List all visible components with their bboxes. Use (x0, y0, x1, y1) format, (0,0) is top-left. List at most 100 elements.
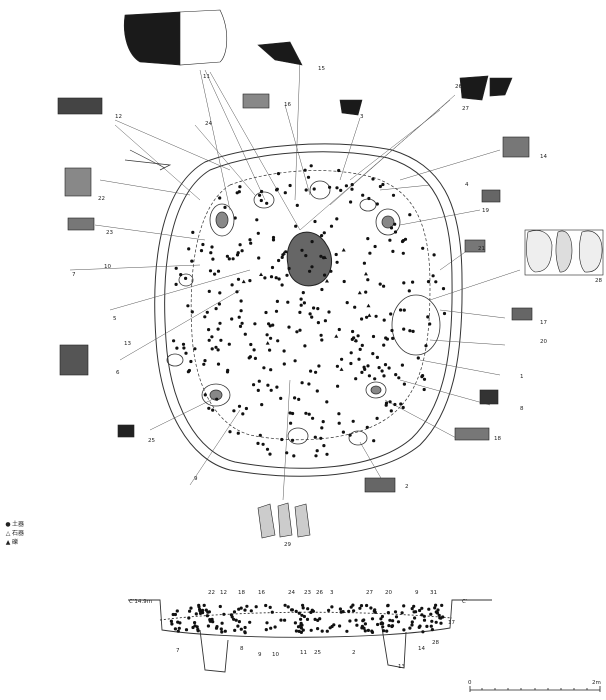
pottery-dot (391, 193, 396, 197)
pottery-dot (269, 368, 273, 372)
pottery-dot (313, 435, 317, 439)
section-dot (301, 606, 305, 610)
pottery-dot (209, 251, 213, 255)
pottery-dot (244, 406, 248, 411)
callout-label: 24 (205, 121, 212, 127)
pottery-dot (399, 402, 403, 406)
pottery-dot (268, 348, 272, 352)
section-dot (386, 603, 390, 608)
pottery-dot (213, 272, 217, 276)
section-dot (177, 626, 181, 630)
pottery-dot (187, 247, 191, 251)
section-dot (283, 618, 287, 622)
section-dot (388, 618, 392, 622)
section-dot (418, 624, 422, 628)
pottery-dot (191, 230, 195, 234)
section-dot (369, 606, 373, 610)
pottery-dot (217, 302, 221, 306)
section-dot (243, 631, 247, 635)
pottery-dot (293, 359, 297, 363)
pottery-dot (219, 338, 223, 342)
section-dot (394, 615, 399, 619)
pottery-dot (421, 374, 425, 378)
pottery-dot (304, 188, 308, 192)
pottery-dot (265, 333, 269, 337)
pottery-dot (397, 376, 401, 380)
pottery-dot (216, 348, 220, 352)
pottery-dot (216, 362, 221, 366)
pottery-dot (309, 369, 313, 373)
pottery-dot (231, 257, 235, 261)
section-dot (171, 612, 175, 617)
callout-label: 18 (494, 436, 501, 442)
pottery-dot (361, 193, 365, 197)
section-dot (205, 614, 209, 618)
pottery-dot (388, 400, 392, 404)
pottery-dot (280, 437, 284, 442)
pottery-dot (248, 279, 252, 283)
pottery-dot (218, 291, 222, 295)
section-dot (390, 624, 395, 628)
pottery-dot (378, 282, 382, 286)
pottery-dot (349, 361, 353, 366)
pottery-dot (207, 328, 211, 332)
pottery-dot (384, 336, 388, 340)
pottery-dot (279, 396, 283, 400)
section-top-number: 24 (288, 590, 295, 596)
stone-marker (363, 271, 368, 276)
section-dot (360, 626, 364, 630)
pottery-dot (375, 416, 379, 420)
pottery-dot (308, 269, 312, 273)
section-dot (193, 621, 197, 625)
legend: ●土器 △石器 ▲礫 (4, 520, 24, 547)
pottery-dot (285, 273, 289, 277)
section-dot (410, 620, 414, 624)
pottery-dot (367, 196, 371, 201)
pottery-dot (342, 279, 346, 284)
pottery-dot (387, 366, 391, 370)
pottery-dot (203, 315, 207, 319)
scale-bar (469, 686, 601, 692)
pottery-dot (421, 246, 425, 250)
section-dot (232, 617, 236, 621)
section-dot (380, 614, 384, 619)
pottery-dot (225, 254, 229, 258)
section-dot (239, 606, 243, 610)
section-dot (379, 617, 383, 621)
pottery-dot (432, 253, 436, 257)
stone-marker (366, 303, 371, 308)
pottery-dot (239, 299, 243, 303)
pottery-dot (360, 370, 364, 374)
section-dot (376, 622, 380, 627)
pottery-dot (240, 321, 244, 325)
pottery-dot (319, 436, 323, 440)
section-top-number: 23 (304, 590, 311, 596)
section-dot (206, 624, 210, 628)
section-top-number: 22 (208, 590, 215, 596)
pottery-dot (226, 368, 230, 372)
pottery-dot (299, 303, 303, 307)
pottery-dot (349, 200, 353, 204)
section-dot (223, 629, 227, 633)
pottery-dot (335, 217, 339, 221)
pottery-dot (400, 363, 404, 367)
pottery-dot (276, 339, 280, 343)
section-dot (184, 628, 189, 632)
section-dot (245, 604, 249, 608)
pottery-dot (391, 249, 395, 253)
pottery-dot (367, 374, 371, 378)
section-dot (301, 628, 305, 632)
scale-start-label: 0 (468, 680, 472, 686)
stone-marker (322, 255, 327, 259)
pottery-dot (255, 218, 259, 222)
pottery-dot (394, 373, 398, 377)
section-dot (301, 603, 305, 607)
pottery-dot (350, 183, 354, 187)
pottery-dot (391, 336, 395, 340)
section-dot (302, 614, 306, 619)
pottery-dot (210, 245, 214, 249)
section-dots (169, 603, 445, 635)
pottery-dot (377, 366, 381, 370)
section-dot (373, 608, 377, 612)
